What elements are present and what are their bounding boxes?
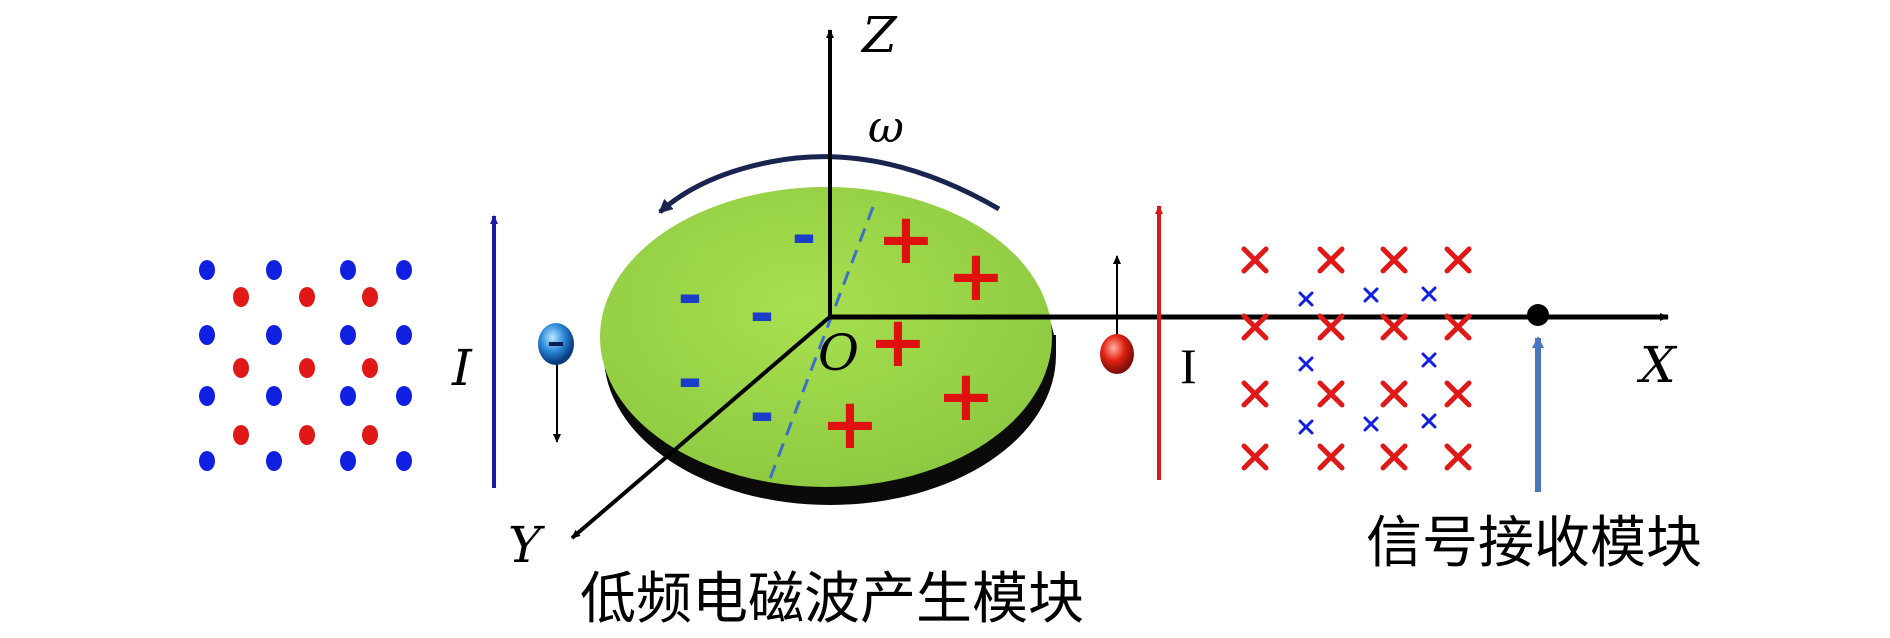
magnetic-field-dots xyxy=(199,260,412,471)
field-cross-red xyxy=(1241,380,1269,408)
field-cross-red xyxy=(1241,313,1269,341)
negative-charge: - xyxy=(678,345,703,415)
omega-label: ω xyxy=(868,102,904,153)
field-cross-blue xyxy=(1421,286,1437,302)
field-dot-red xyxy=(299,287,315,307)
negative-charge: - xyxy=(678,261,703,331)
field-dot-blue xyxy=(340,451,356,471)
field-dot-blue xyxy=(396,260,412,280)
x-axis-label: X xyxy=(1636,336,1678,394)
positive-charge: + xyxy=(821,383,880,465)
field-dot-blue xyxy=(199,386,215,406)
field-cross-red xyxy=(1241,443,1269,471)
field-dot-red xyxy=(233,287,249,307)
field-dot-blue xyxy=(266,386,282,406)
field-dot-red xyxy=(233,358,249,378)
field-cross-red xyxy=(1317,380,1345,408)
negative-particle-sign-icon xyxy=(549,342,563,346)
positive-charge: + xyxy=(877,198,936,280)
origin-label: O xyxy=(818,324,859,382)
field-cross-blue xyxy=(1363,287,1379,303)
field-dot-red xyxy=(299,358,315,378)
field-cross-red xyxy=(1444,380,1472,408)
field-cross-blue xyxy=(1421,413,1437,429)
field-cross-red xyxy=(1241,246,1269,274)
field-dot-blue xyxy=(340,386,356,406)
field-cross-red xyxy=(1317,443,1345,471)
negative-charge: - xyxy=(750,379,775,449)
magnetic-field-crosses xyxy=(1241,246,1472,471)
field-dot-blue xyxy=(340,260,356,280)
field-cross-red xyxy=(1380,313,1408,341)
field-dot-blue xyxy=(266,260,282,280)
field-dot-red xyxy=(362,358,378,378)
negative-charges: - - - - - xyxy=(678,201,817,449)
field-cross-red xyxy=(1317,246,1345,274)
field-dot-blue xyxy=(266,325,282,345)
current-label-right: I xyxy=(1180,338,1197,394)
field-dot-blue xyxy=(199,260,215,280)
field-cross-red xyxy=(1380,246,1408,274)
field-dot-blue xyxy=(396,325,412,345)
field-cross-blue xyxy=(1298,419,1314,435)
negative-charge: - xyxy=(792,201,817,271)
positive-charge: + xyxy=(869,301,928,383)
field-cross-red xyxy=(1317,313,1345,341)
y-axis xyxy=(570,313,834,540)
charge-boundary-dashed xyxy=(766,206,875,485)
field-cross-blue xyxy=(1363,416,1379,432)
receiver-module-label: 信号接收模块 xyxy=(1366,511,1702,576)
field-dot-red xyxy=(362,425,378,445)
field-dot-red xyxy=(299,425,315,445)
field-dot-red xyxy=(362,287,378,307)
z-axis-label: Z xyxy=(860,6,898,64)
field-cross-red xyxy=(1444,313,1472,341)
field-cross-blue xyxy=(1421,352,1437,368)
field-dot-blue xyxy=(266,451,282,471)
field-cross-red xyxy=(1380,380,1408,408)
current-label-left: I xyxy=(451,339,473,397)
positive-charge: + xyxy=(947,235,1006,317)
y-axis-label: Y xyxy=(508,516,545,574)
field-dot-blue xyxy=(396,386,412,406)
rotating-disk xyxy=(600,187,1056,505)
field-dot-blue xyxy=(396,451,412,471)
field-cross-blue xyxy=(1298,291,1314,307)
positive-particle xyxy=(1100,334,1134,374)
positive-charge: + xyxy=(937,355,996,437)
generator-module-label: 低频电磁波产生模块 xyxy=(580,567,1084,632)
field-dot-blue xyxy=(199,325,215,345)
field-cross-blue xyxy=(1298,356,1314,372)
receiver-point xyxy=(1527,304,1549,326)
negative-charge: - xyxy=(750,279,775,349)
field-dot-red xyxy=(233,425,249,445)
field-cross-red xyxy=(1380,443,1408,471)
field-cross-red xyxy=(1444,443,1472,471)
field-dot-blue xyxy=(199,451,215,471)
rotation-arrow xyxy=(658,154,1001,214)
field-dot-blue xyxy=(340,325,356,345)
field-cross-red xyxy=(1444,246,1472,274)
